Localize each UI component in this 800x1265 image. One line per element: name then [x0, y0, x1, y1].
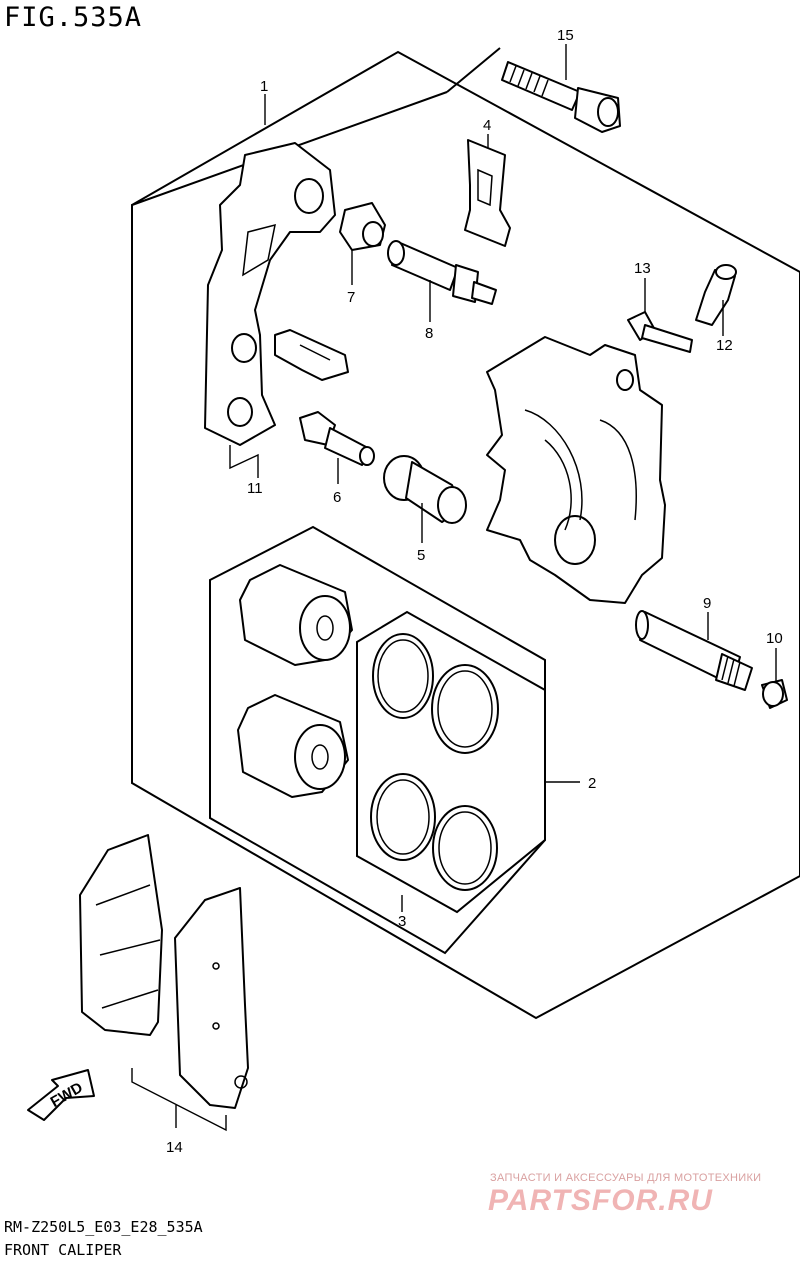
seal-kit-frame — [356, 610, 546, 914]
piston-seals[interactable] — [370, 633, 499, 891]
callout-10: 10 — [766, 630, 783, 647]
callout-12: 12 — [716, 337, 733, 354]
callout-11: 11 — [247, 480, 263, 497]
slide-pin-6[interactable] — [299, 411, 375, 466]
model-code: RM-Z250L5_E03_E28_535A — [4, 1218, 203, 1236]
slide-pin-8[interactable] — [387, 240, 497, 305]
pad-pin-9[interactable] — [635, 610, 753, 691]
callout-5: 5 — [417, 547, 425, 564]
bleeder-cap-13[interactable] — [627, 311, 693, 353]
callout-numbers: 1 2 3 4 5 6 7 8 9 10 11 12 13 14 15 — [166, 27, 783, 1156]
caliper-body[interactable] — [486, 336, 666, 604]
pin-plug-10[interactable] — [761, 679, 788, 709]
callout-6: 6 — [333, 489, 341, 506]
caliper-bracket-1[interactable] — [204, 142, 336, 446]
callout-7: 7 — [347, 289, 355, 306]
callout-13: 13 — [634, 260, 651, 277]
piston-lower[interactable] — [237, 694, 349, 798]
bleeder-12[interactable] — [695, 264, 737, 326]
leader-lines — [131, 44, 777, 1132]
figure-title: FIG.535A — [4, 2, 143, 33]
callout-3: 3 — [398, 913, 406, 930]
callout-15: 15 — [557, 27, 574, 44]
watermark-tagline: ЗАПЧАСТИ И АКСЕССУАРЫ ДЛЯ МОТОТЕХНИКИ — [490, 1172, 762, 1184]
boot-5[interactable] — [383, 455, 467, 524]
boot-7[interactable] — [339, 202, 386, 251]
callout-4: 4 — [483, 117, 491, 134]
brake-pad-set-14[interactable] — [79, 834, 249, 1109]
callout-2: 2 — [588, 775, 596, 792]
fwd-direction-arrow: FWD — [27, 1069, 95, 1121]
section-name: FRONT CALIPER — [4, 1241, 122, 1259]
callout-8: 8 — [425, 325, 433, 342]
callout-1: 1 — [260, 78, 268, 95]
watermark-logo: PARTSFOR.RU — [488, 1184, 713, 1217]
pad-retainer-11[interactable] — [274, 329, 349, 381]
callout-14: 14 — [166, 1139, 183, 1156]
bolt-15[interactable] — [501, 61, 621, 133]
pad-spring-4[interactable] — [464, 139, 511, 247]
callout-9: 9 — [703, 595, 711, 612]
assembly-frame — [131, 47, 800, 1020]
piston-upper[interactable] — [239, 564, 353, 666]
